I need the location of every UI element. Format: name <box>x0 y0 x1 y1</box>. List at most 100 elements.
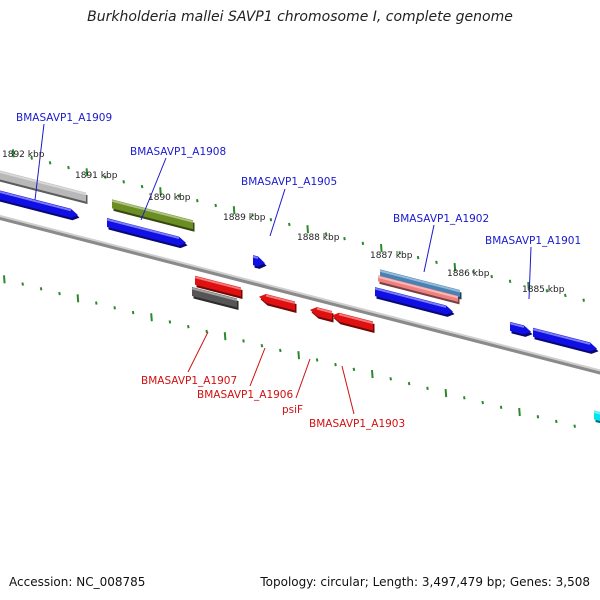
outer-scale-tick <box>12 149 15 158</box>
inner-scale-tick <box>426 386 429 391</box>
inner-scale-tick <box>518 407 521 417</box>
top-label-leader <box>528 246 532 300</box>
outer-scale-tick <box>177 194 181 198</box>
inner-scale-tick <box>315 358 319 362</box>
inner-scale-tick <box>39 287 43 291</box>
inner-scale-tick <box>555 419 558 424</box>
outer-scale-tick <box>232 206 236 215</box>
scale-tick-label: 1887 kbp <box>370 251 413 261</box>
top-label-leader <box>269 188 286 237</box>
bottom-label-leader <box>249 347 266 387</box>
inner-scale-tick <box>242 339 245 343</box>
inner-scale-tick <box>150 313 153 322</box>
label-leader-lines <box>34 123 532 415</box>
outer-scale-tick <box>140 184 144 189</box>
inner-scale-tick <box>21 282 24 286</box>
outer-scale-tick <box>361 241 365 246</box>
outer-scale-tick <box>214 203 217 208</box>
gene-label-bottom: psiF <box>282 404 303 416</box>
scale-tick-label: 1885 kbp <box>522 285 565 295</box>
gene-label-bottom: BMASAVP1_A1907 <box>141 375 237 387</box>
outer-scale-tick <box>67 165 70 170</box>
cds-feature-gloss <box>252 255 259 259</box>
outer-scale-tick <box>30 156 33 160</box>
cds-feature-gloss <box>374 287 447 308</box>
inner-scale-tick <box>279 348 282 353</box>
chromosome-backbone <box>0 214 600 375</box>
accession-text: Accession: NC_008785 <box>9 575 146 589</box>
outer-scale-tick <box>104 175 107 179</box>
backbone-line <box>0 216 600 375</box>
cds-feature-gloss <box>532 328 591 345</box>
scale-ticks <box>3 149 585 428</box>
outer-scale-tick <box>416 255 420 260</box>
scale-tick-label: 1890 kbp <box>148 193 191 203</box>
inner-scale-tick <box>297 351 300 360</box>
inner-scale-tick <box>334 362 337 367</box>
inner-scale-tick <box>352 367 356 372</box>
inner-scale-tick <box>463 396 466 400</box>
gene-label-top: BMASAVP1_A1901 <box>485 235 581 247</box>
outer-scale-tick <box>398 251 401 255</box>
inner-scale-tick <box>444 388 448 398</box>
pink-feature-gloss <box>377 275 459 299</box>
steel-feature-gloss <box>379 269 461 293</box>
gene-features <box>0 170 600 424</box>
outer-scale-tick <box>380 244 383 253</box>
gene-label-top: BMASAVP1_A1909 <box>16 112 112 124</box>
inner-scale-tick <box>223 332 227 341</box>
outer-scale-tick <box>527 281 530 291</box>
inner-scale-tick <box>95 301 98 305</box>
inner-scale-tick <box>407 381 411 386</box>
map-labels: 1892 kbp 1891 kbp 1890 kbp 1889 kbp 1888 kbp… <box>2 112 581 430</box>
outer-scale-tick <box>508 279 512 283</box>
inner-scale-tick <box>205 329 208 334</box>
gene-label-bottom: BMASAVP1_A1903 <box>309 418 405 430</box>
map-title: Burkholderia mallei SAVP1 chromosome I, … <box>87 9 513 25</box>
cyan-feature-gloss <box>593 410 600 415</box>
gene-label-top: BMASAVP1_A1905 <box>241 176 337 188</box>
outer-scale-tick <box>251 213 254 217</box>
outer-scale-tick <box>453 262 457 272</box>
bottom-label-leader <box>187 331 209 373</box>
inner-scale-tick <box>113 306 116 310</box>
red-feature-gloss <box>265 294 296 304</box>
olive-feature-gloss <box>111 199 194 223</box>
inner-scale-tick <box>187 325 190 329</box>
outer-scale-tick <box>196 199 199 203</box>
bottom-label-leader <box>341 365 355 415</box>
outer-scale-tick <box>435 260 438 265</box>
scale-tick-label: 1891 kbp <box>75 171 118 181</box>
outer-scale-tick <box>343 236 346 241</box>
red-feature <box>332 312 373 331</box>
outer-scale-tick <box>306 225 309 234</box>
inner-scale-tick <box>573 424 576 428</box>
gene-label-top: BMASAVP1_A1908 <box>130 146 226 158</box>
gene-label-bottom: BMASAVP1_A1906 <box>197 389 293 401</box>
outer-scale-tick <box>122 180 125 184</box>
inner-scale-tick <box>536 415 540 419</box>
outer-scale-tick <box>472 270 475 274</box>
cds-feature-gloss <box>509 322 525 328</box>
scale-tick-label: 1892 kbp <box>2 150 45 160</box>
red-feature-gloss <box>316 307 333 314</box>
outer-scale-tick <box>582 298 585 302</box>
outer-scale-tick <box>288 222 291 227</box>
scale-tick-label: 1889 kbp <box>223 213 266 223</box>
scale-tick-label: 1886 kbp <box>447 269 490 279</box>
inner-scale-tick <box>58 291 61 296</box>
cds-feature-gloss <box>106 218 180 240</box>
outer-scale-tick <box>490 274 493 279</box>
inner-scale-tick <box>389 377 392 381</box>
top-label-leader <box>34 123 45 201</box>
dark-gray-feature-gloss <box>191 287 238 301</box>
inner-scale-tick <box>131 310 135 315</box>
inner-scale-tick <box>499 405 503 409</box>
top-label-leader <box>140 157 167 221</box>
gene-label-top: BMASAVP1_A1902 <box>393 213 489 225</box>
outer-scale-tick <box>85 168 89 177</box>
top-label-leader <box>423 224 435 273</box>
inner-scale-tick <box>371 370 374 379</box>
scale-tick-label: 1888 kbp <box>297 233 340 243</box>
